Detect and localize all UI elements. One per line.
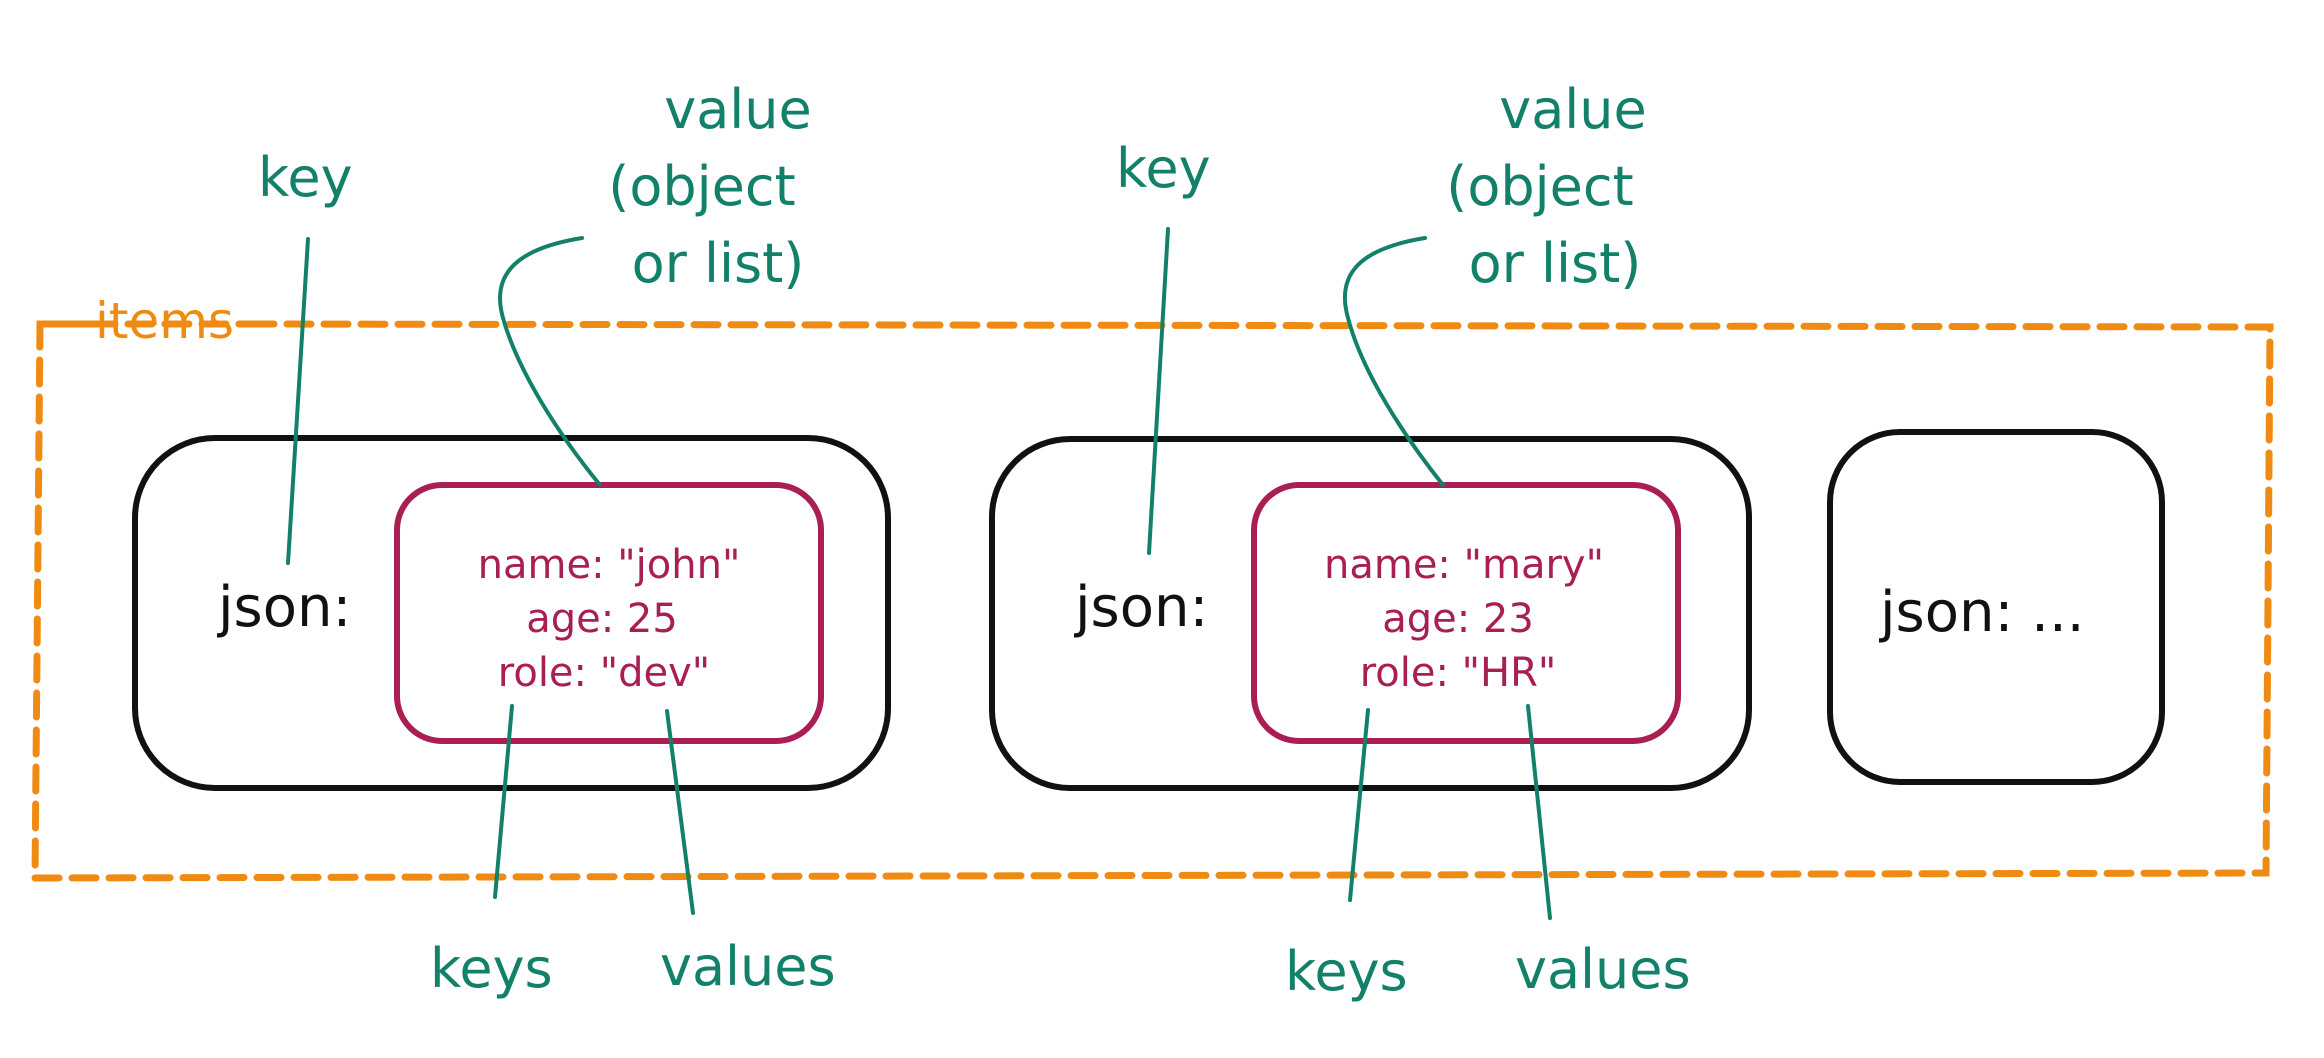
item-3-box (1827, 429, 2165, 785)
item-2-box (989, 436, 1752, 791)
item-1-age-field: age: 25 (526, 596, 678, 642)
item-1-values-pointer (665, 709, 695, 915)
item-1-keys-label: keys (430, 937, 553, 1000)
items-label: items (95, 292, 234, 350)
item-2-value-pointer (1342, 236, 1445, 487)
item-1-key-pointer (286, 237, 310, 565)
item-2-value-label-line1: value (1499, 78, 1647, 141)
item-2-key-label: key (1116, 137, 1211, 200)
item-2-json-label: json: (1073, 575, 1208, 640)
items-container-border (31, 320, 2274, 882)
item-2-values-pointer (1526, 704, 1552, 920)
item-1-json-label: json: (216, 575, 351, 640)
item-2-annotations: key value (object or list) keys values (1116, 78, 1691, 1003)
item-1-annotations: key value (object or list) keys values (258, 78, 836, 1000)
item-2-name-field: name: "mary" (1324, 542, 1604, 588)
item-1-role-field: role: "dev" (498, 650, 710, 696)
item-1-values-label: values (660, 935, 836, 998)
item-2-age-field: age: 23 (1382, 596, 1534, 642)
item-3-json-label: json: ... (1878, 580, 2085, 645)
item-1-value-label-line3: or list) (632, 232, 805, 295)
item-1-value-label-line1: value (664, 78, 812, 141)
item-2-value-label-line2: (object (1446, 155, 1633, 218)
item-2-value-label-line3: or list) (1469, 232, 1642, 295)
item-3: json: ... (1827, 429, 2165, 785)
item-2-value-box (1251, 482, 1681, 744)
item-2-values-label: values (1515, 938, 1691, 1001)
item-1-box (132, 435, 891, 791)
item-1: json: name: "john" age: 25 role: "dev" (132, 435, 891, 791)
item-2-role-field: role: "HR" (1360, 650, 1557, 696)
item-1-name-field: name: "john" (478, 542, 741, 588)
item-2-keys-label: keys (1285, 940, 1408, 1003)
item-2: json: name: "mary" age: 23 role: "HR" (989, 436, 1752, 791)
item-2-keys-pointer (1348, 708, 1370, 902)
item-1-value-box (394, 482, 824, 744)
item-1-keys-pointer (493, 704, 514, 899)
item-1-value-pointer (498, 236, 602, 487)
item-1-key-label: key (258, 146, 353, 209)
item-1-value-label-line2: (object (608, 155, 795, 218)
item-2-key-pointer (1147, 227, 1170, 555)
